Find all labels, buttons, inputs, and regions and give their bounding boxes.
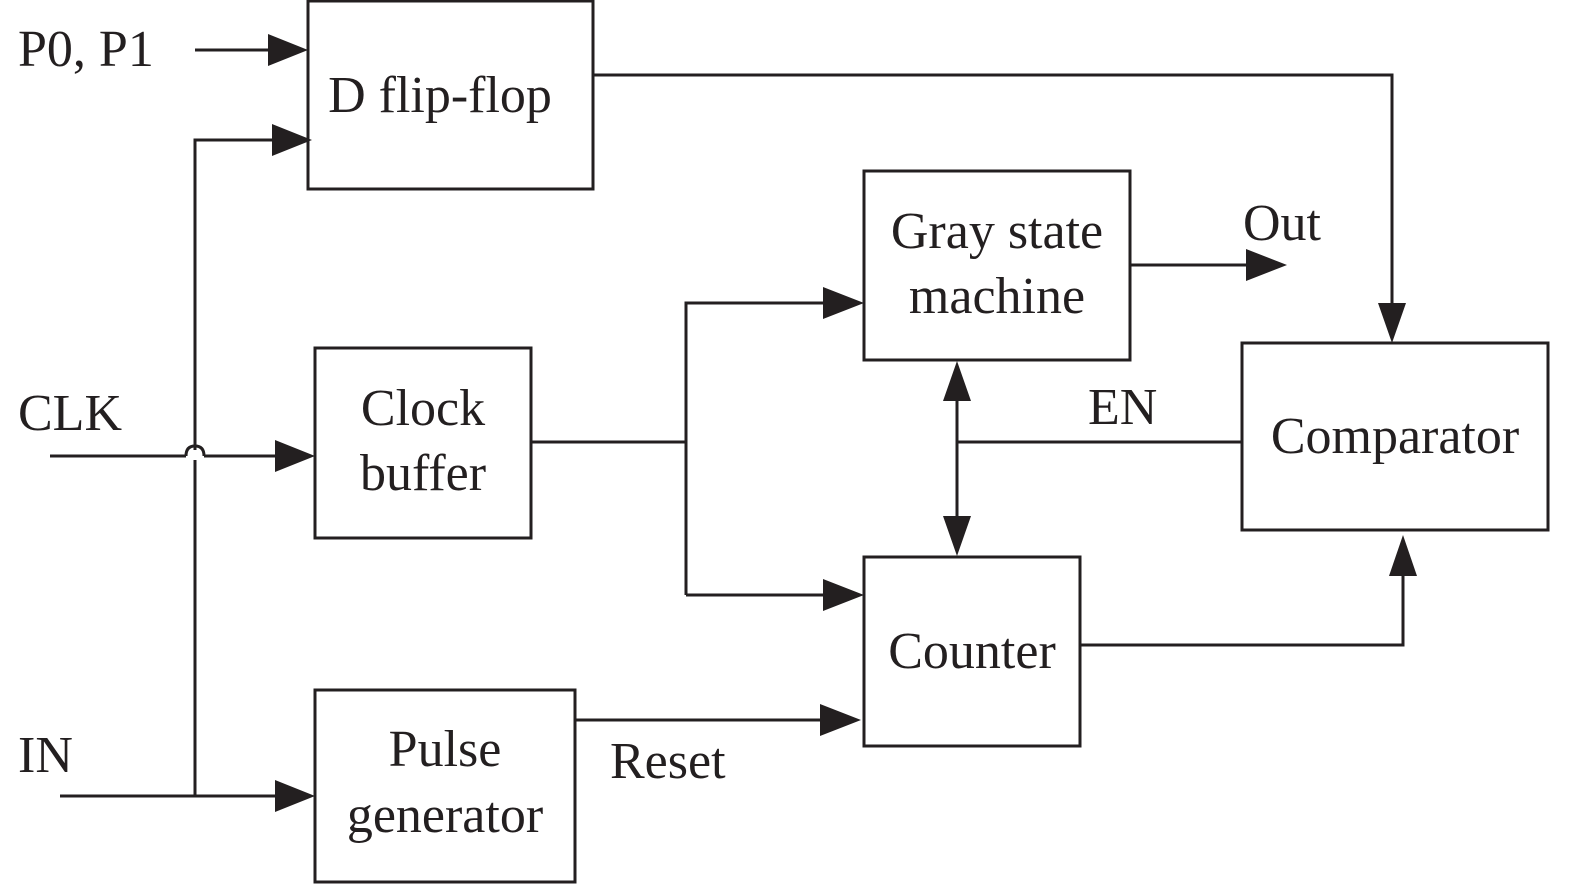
block-label-line2: buffer bbox=[360, 445, 486, 502]
wire-gsm-out bbox=[1130, 249, 1287, 281]
block-label: D flip-flop bbox=[328, 67, 552, 124]
block-label-line1: Pulse bbox=[389, 721, 502, 778]
wire-crossover-hop bbox=[184, 444, 206, 457]
signal-label-clk: CLK bbox=[18, 385, 122, 442]
signal-label-reset: Reset bbox=[610, 733, 726, 790]
wire-en-comparator-to-gsm-counter bbox=[943, 361, 1242, 556]
arrowhead-icon bbox=[268, 34, 308, 66]
arrowhead-icon bbox=[943, 361, 971, 401]
block-counter: Counter bbox=[862, 555, 1082, 748]
block-label: Comparator bbox=[1271, 408, 1519, 465]
arrowhead-icon bbox=[1378, 303, 1406, 343]
block-clock-buffer: Clock buffer bbox=[313, 346, 533, 540]
wire-clk-to-clock-buffer bbox=[50, 440, 315, 472]
signal-label-en: EN bbox=[1088, 379, 1157, 436]
wire-counter-to-comparator bbox=[1080, 535, 1417, 647]
arrowhead-icon bbox=[1389, 535, 1417, 576]
block-label: Counter bbox=[888, 623, 1056, 680]
arrowhead-icon bbox=[823, 579, 864, 611]
block-d-flip-flop: D flip-flop bbox=[306, 0, 595, 191]
block-label-line2: machine bbox=[909, 268, 1085, 325]
wire-reset-pulse-to-counter bbox=[575, 704, 861, 736]
wire-clock-buffer-to-gsm-and-counter bbox=[531, 287, 864, 611]
arrowhead-icon bbox=[820, 704, 861, 736]
wire-dff-to-comparator bbox=[593, 73, 1406, 343]
wire-in-to-pulse-generator bbox=[60, 780, 315, 812]
signal-label-out: Out bbox=[1243, 195, 1322, 252]
arrowhead-icon bbox=[275, 440, 315, 472]
arrowhead-icon bbox=[275, 780, 315, 812]
wire-in-to-dff-clock bbox=[193, 124, 312, 796]
block-gray-state-machine: Gray state machine bbox=[862, 169, 1132, 362]
wire-p0p1-to-dff bbox=[195, 34, 308, 66]
block-comparator: Comparator bbox=[1240, 341, 1550, 532]
arrowhead-icon bbox=[1246, 249, 1287, 281]
block-label-line1: Gray state bbox=[891, 203, 1103, 260]
signal-label-in: IN bbox=[18, 727, 73, 784]
arrowhead-icon bbox=[823, 287, 864, 319]
arrowhead-icon bbox=[943, 516, 971, 556]
signal-label-p0-p1: P0, P1 bbox=[18, 21, 154, 78]
block-label-line1: Clock bbox=[361, 380, 485, 437]
block-label-line2: generator bbox=[347, 787, 543, 844]
block-pulse-generator: Pulse generator bbox=[313, 688, 577, 884]
arrowhead-icon bbox=[272, 124, 312, 156]
